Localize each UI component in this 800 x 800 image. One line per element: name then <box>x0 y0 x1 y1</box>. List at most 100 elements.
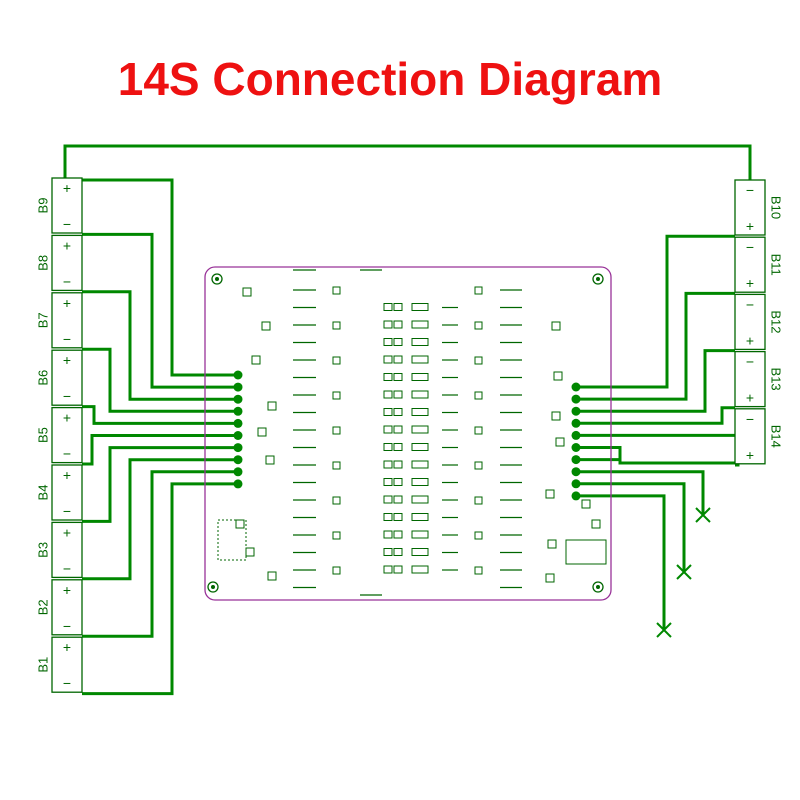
smd-pad <box>393 565 403 574</box>
battery-cell-body <box>51 292 83 349</box>
right-header-pin <box>571 382 581 392</box>
smd-part <box>411 408 429 416</box>
terminal-top-sign: + <box>63 582 71 598</box>
wire-left-1 <box>82 232 238 389</box>
right-header-pin <box>571 467 581 477</box>
battery-cell-body <box>51 177 83 234</box>
right-header-pin <box>571 406 581 416</box>
mounting-hole-center <box>215 277 219 281</box>
wire-left-5 <box>82 434 238 466</box>
left-header-pin <box>233 455 243 465</box>
terminal-top-sign: − <box>746 239 754 255</box>
smd-part <box>411 425 429 434</box>
smd-pad <box>383 443 393 451</box>
battery-cell-b4: +−B4 <box>35 464 83 521</box>
battery-cell-label: B13 <box>769 368 784 391</box>
mounting-hole <box>207 581 219 593</box>
wire-left-9 <box>82 482 238 696</box>
smd-pad <box>474 461 483 470</box>
battery-cell-b14: −+B14 <box>734 408 784 465</box>
battery-cell-b11: −+B11 <box>734 236 784 293</box>
wire-right-0 <box>576 234 735 389</box>
terminal-bottom-sign: + <box>746 275 754 291</box>
smd-pad <box>393 460 403 469</box>
terminal-bottom-sign: + <box>746 218 754 234</box>
bms-board <box>204 266 612 601</box>
smd-pad <box>393 478 403 486</box>
battery-cell-body <box>51 349 83 406</box>
wire-right-b14 <box>576 446 735 465</box>
smd-part <box>411 565 429 574</box>
smd-part <box>261 321 271 331</box>
wire-left-0 <box>82 178 238 377</box>
smd-part <box>411 460 429 469</box>
smd-pad <box>383 565 393 574</box>
terminal-bottom-sign: − <box>63 273 71 289</box>
left-header-pin <box>233 431 243 440</box>
smd-pad <box>383 373 393 381</box>
smd-part <box>545 489 555 499</box>
smd-pad <box>393 513 403 521</box>
smd-part <box>411 390 429 399</box>
battery-cell-body <box>51 521 83 579</box>
smd-pad <box>393 355 403 364</box>
battery-cell-label: B8 <box>35 255 50 271</box>
smd-pad <box>393 338 403 346</box>
battery-cell-label: B1 <box>35 657 50 673</box>
smd-pad <box>474 426 483 435</box>
battery-cell-body <box>51 234 83 292</box>
battery-cell-body <box>51 636 83 693</box>
terminal-top-sign: + <box>63 237 71 253</box>
output-lead-2 <box>576 494 666 630</box>
smd-part <box>245 547 255 557</box>
diagram-title: 14S Connection Diagram <box>117 53 663 105</box>
smd-part <box>411 530 429 539</box>
output-terminal-x <box>656 622 672 638</box>
battery-cell-b12: −+B12 <box>734 293 784 351</box>
smd-pad <box>474 391 483 400</box>
wire-left-8 <box>82 470 238 638</box>
wire-right-1 <box>576 291 735 401</box>
smd-pad <box>474 531 483 540</box>
battery-cell-label: B6 <box>35 370 50 386</box>
battery-cell-b6: +−B6 <box>35 349 83 406</box>
smd-pad <box>393 425 403 434</box>
terminal-top-sign: − <box>746 296 754 312</box>
smd-part <box>553 371 563 381</box>
smd-part <box>411 443 429 451</box>
smd-part <box>251 355 261 365</box>
wire-right-3 <box>576 406 735 425</box>
terminal-bottom-sign: + <box>746 447 754 463</box>
left-header-pin <box>233 443 243 453</box>
smd-part <box>257 427 267 437</box>
smd-part <box>265 455 275 465</box>
smd-pad <box>393 548 403 556</box>
wire-left-6 <box>82 446 238 523</box>
wire-b9-b10 <box>63 144 752 182</box>
output-lead-0 <box>576 470 705 515</box>
smd-part <box>411 320 429 329</box>
smd-pad <box>393 373 403 381</box>
right-header-pin <box>571 443 581 452</box>
smd-part <box>267 401 277 411</box>
battery-cell-b1: +−B1 <box>35 636 83 693</box>
smd-pad <box>332 321 341 330</box>
battery-cell-label: B9 <box>35 198 50 214</box>
ic-chip <box>565 539 607 565</box>
wire-left-4 <box>82 405 238 425</box>
terminal-top-sign: − <box>746 411 754 427</box>
smd-pad <box>474 321 483 330</box>
smd-pad <box>383 355 393 364</box>
smd-pad <box>393 408 403 416</box>
smd-part <box>411 548 429 556</box>
output-terminal-x <box>676 564 692 580</box>
smd-pad <box>393 530 403 539</box>
smd-pad <box>393 495 403 504</box>
wire-left-7 <box>82 458 238 581</box>
smd-pad <box>474 566 483 575</box>
terminal-top-sign: + <box>63 352 71 368</box>
smd-part <box>235 519 245 529</box>
left-header-pin <box>233 418 243 428</box>
smd-pad <box>383 425 393 434</box>
